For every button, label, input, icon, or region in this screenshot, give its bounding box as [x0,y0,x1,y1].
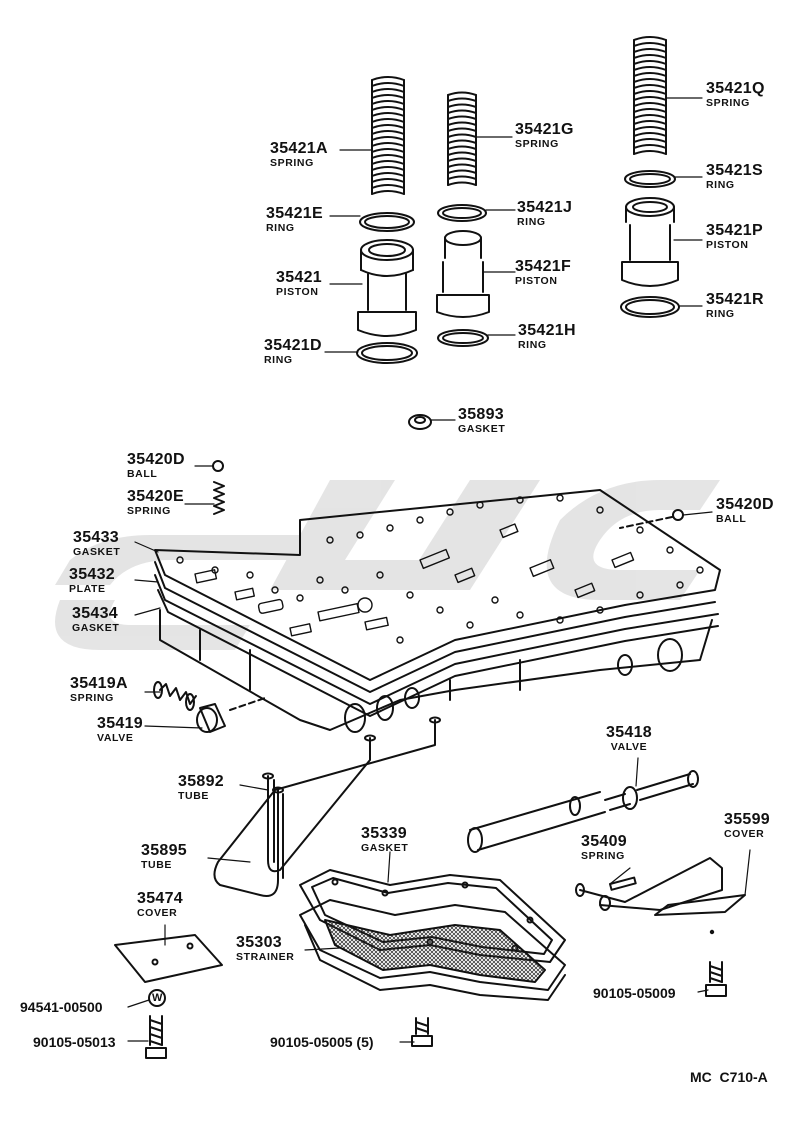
ring-35421j [437,204,487,222]
bolt-90105-05005 [411,1017,433,1047]
valve-35419 [196,703,226,733]
piston-35421f [436,230,490,318]
ring-35421h [437,329,489,347]
ring-35421d [356,342,418,364]
label-90105-05013: 90105-05013 [33,1034,116,1050]
ball-35420d-left [212,460,224,472]
strainer-35303 [299,899,566,1001]
valve-35418 [467,770,699,853]
ring-35421s [624,170,676,188]
label-94541-00500: 94541-00500 [20,999,103,1015]
bolt-90105-05013 [145,1015,167,1059]
washer-symbol: W [152,992,163,1004]
spring-35419a [153,681,197,711]
tube-35892 [262,734,376,873]
spring-35421a [371,76,405,195]
bolt-90105-05009 [705,961,727,997]
cover-35474 [114,934,223,983]
piston-35421 [357,239,417,337]
tube-35895 [213,716,441,897]
gasket-35893 [408,414,432,430]
diagram-code: MC C710-A [690,1069,768,1085]
ring-35421e [359,212,415,232]
ring-35421r [620,296,680,318]
spring-35421q [633,36,667,155]
washer-94541 [148,989,166,1007]
valve-body [154,489,721,733]
spring-35420e [213,481,225,515]
label-90105-05005: 90105-05005 (5) [270,1034,374,1050]
spring-35421g [447,91,477,186]
label-90105-05009: 90105-05009 [593,985,676,1001]
spring-35409 [575,857,723,911]
leader-lines [127,97,713,1043]
ball-35420d-right [672,509,684,521]
piston-35421p [621,197,679,287]
